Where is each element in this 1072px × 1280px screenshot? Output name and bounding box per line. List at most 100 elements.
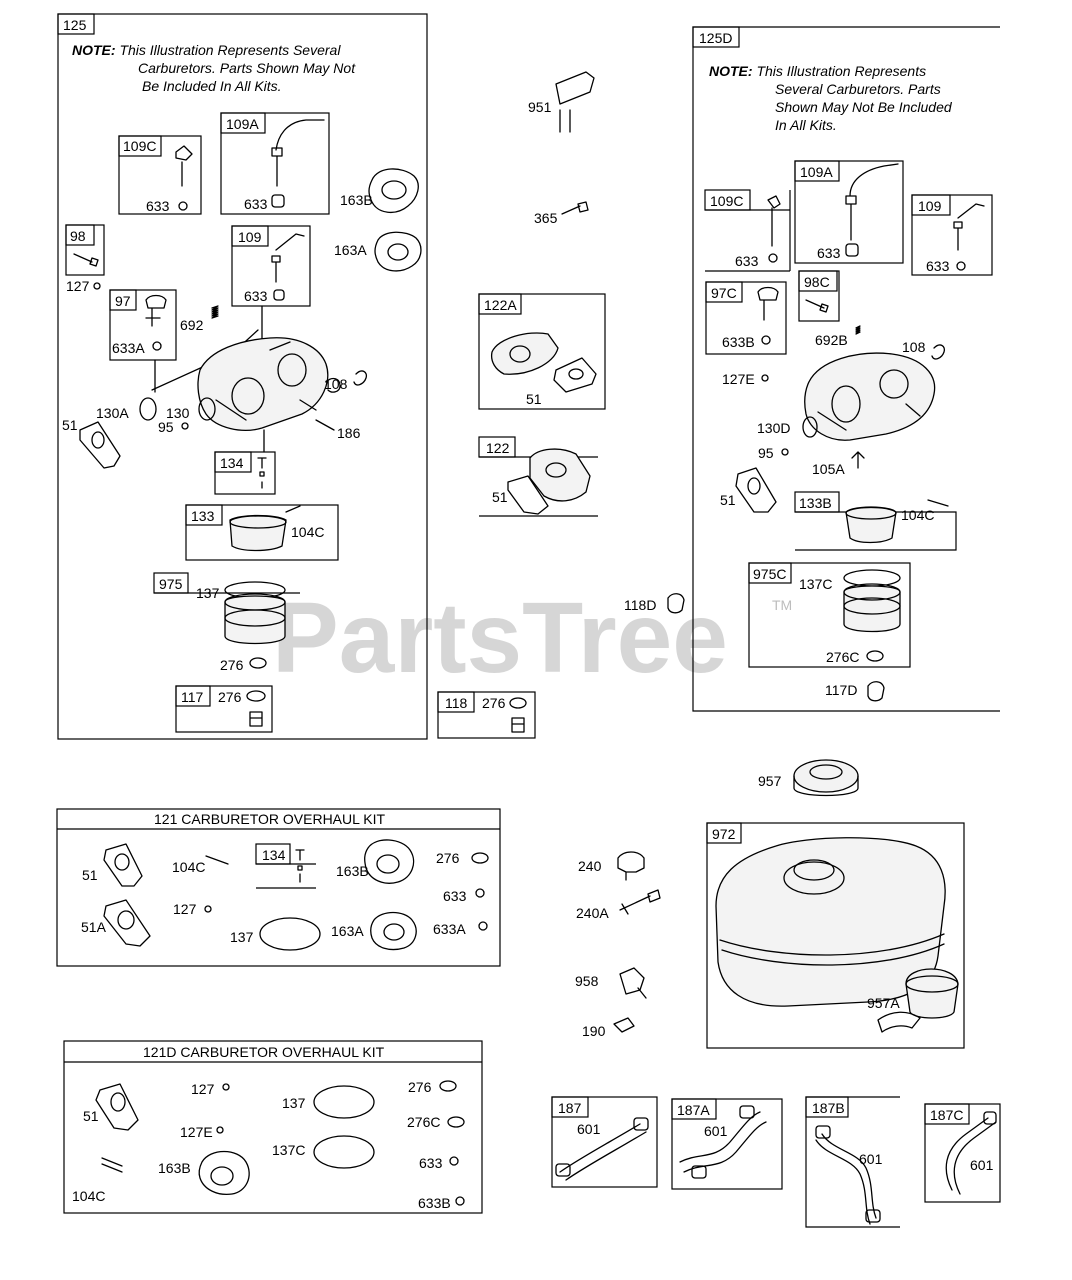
label-276-a: 276 — [220, 657, 244, 673]
group-125d-tag — [692, 26, 740, 48]
label-127: 127 — [66, 278, 90, 294]
box-187b — [805, 1096, 900, 1228]
label-633a: 633A — [112, 340, 145, 356]
group-125d-frame — [692, 26, 1000, 712]
part-carburetor-body-right — [804, 352, 936, 441]
kit-121d-label-276c: 276C — [407, 1114, 440, 1130]
label-186: 186 — [337, 425, 361, 441]
label-240a: 240A — [576, 905, 609, 921]
label-187c: 187C — [930, 1107, 963, 1123]
kit-121d-label-163b: 163B — [158, 1160, 191, 1176]
kit-121d-label-137: 137 — [282, 1095, 306, 1111]
label-51-right: 51 — [720, 492, 736, 508]
label-105a: 105A — [812, 461, 845, 477]
label-633-a: 633 — [146, 198, 170, 214]
box-kit-121 — [56, 808, 501, 967]
part-951-fitting — [555, 71, 595, 133]
kit-121-label-633a: 633A — [433, 921, 466, 937]
part-97-choke — [145, 294, 167, 327]
box-117 — [175, 685, 273, 733]
label-109: 109 — [238, 229, 262, 245]
label-117d: 117D — [825, 682, 857, 698]
label-187b: 187B — [812, 1100, 845, 1116]
label-163b: 163B — [340, 192, 373, 208]
label-118: 118 — [445, 695, 468, 711]
box-187a — [671, 1098, 783, 1190]
part-633-ring — [178, 201, 188, 211]
part-975-bowl — [224, 595, 286, 645]
kit-121d-label-127: 127 — [191, 1081, 215, 1097]
kit-121-ring-137 — [259, 917, 321, 951]
label-276c-right: 276C — [826, 649, 859, 665]
kit-121-label-633: 633 — [443, 888, 467, 904]
label-125: 125 — [63, 17, 87, 33]
part-163a-gasket — [374, 231, 422, 272]
label-51-b: 51 — [526, 391, 542, 407]
part-118d-nut — [667, 593, 685, 614]
note-right-line-3: Shown May Not Be Included — [775, 99, 953, 115]
kit-121d-label-137c: 137C — [272, 1142, 305, 1158]
kit-121-label-163a: 163A — [331, 923, 364, 939]
kit-121d-title: 121D CARBURETOR OVERHAUL KIT — [143, 1044, 385, 1060]
label-98c: 98C — [804, 274, 830, 290]
part-134-needle — [257, 457, 267, 489]
note-left-line-1: NOTE: This Illustration Represents Sever… — [72, 42, 341, 58]
box-97c — [705, 281, 787, 355]
label-187: 187 — [558, 1100, 582, 1116]
note-right-line-1: NOTE: This Illustration Represents — [709, 63, 926, 79]
label-127e: 127E — [722, 371, 755, 387]
box-109 — [231, 225, 311, 307]
label-109c: 109C — [123, 138, 156, 154]
label-187a: 187A — [677, 1102, 710, 1118]
label-692b: 692B — [815, 332, 848, 348]
label-972: 972 — [712, 826, 736, 842]
part-190-clamp — [613, 1017, 635, 1033]
watermark-tm: TM — [772, 597, 792, 613]
label-109-right: 109 — [918, 198, 942, 214]
label-601-a: 601 — [577, 1121, 601, 1137]
label-240: 240 — [578, 858, 602, 874]
box-975c — [748, 562, 911, 668]
label-104c-right: 104C — [901, 507, 934, 523]
part-692b-spring — [855, 325, 861, 335]
label-108-right: 108 — [902, 339, 926, 355]
group-125-tag — [57, 13, 95, 35]
box-122a — [478, 293, 606, 410]
label-601-c: 601 — [859, 1151, 883, 1167]
part-187-line — [559, 1123, 647, 1181]
box-133 — [185, 504, 339, 561]
kit-121d-label-633: 633 — [419, 1155, 443, 1171]
label-601-b: 601 — [704, 1123, 728, 1139]
label-95-right: 95 — [758, 445, 774, 461]
label-125d: 125D — [699, 30, 732, 46]
part-187a-line — [679, 1111, 767, 1173]
label-130: 130 — [166, 405, 190, 421]
box-97 — [109, 289, 177, 361]
kit-121-label-104c: 104C — [172, 859, 205, 875]
label-163a: 163A — [334, 242, 367, 258]
label-137: 137 — [196, 585, 220, 601]
label-957a: 957A — [867, 995, 900, 1011]
label-276-c: 276 — [482, 695, 506, 711]
box-118 — [437, 691, 536, 739]
label-975: 975 — [159, 576, 183, 592]
note-right-line-4: In All Kits. — [775, 117, 837, 133]
box-975 — [153, 572, 189, 594]
label-98: 98 — [70, 228, 86, 244]
note-right-line-2: Several Carburetors. Parts — [775, 81, 941, 97]
box-109a-right — [794, 160, 904, 264]
part-122-spacer — [529, 448, 591, 502]
kit-121-label-127: 127 — [173, 901, 197, 917]
part-117-nut — [249, 711, 263, 727]
group-125-frame — [57, 13, 428, 740]
label-137c: 137C — [799, 576, 832, 592]
label-633-r3: 633 — [926, 258, 950, 274]
part-108-screw — [353, 370, 368, 386]
label-109a: 109A — [226, 116, 259, 132]
part-240a-valve — [619, 889, 661, 915]
label-190: 190 — [582, 1023, 606, 1039]
part-187c-line — [945, 1117, 997, 1195]
label-276-b: 276 — [218, 689, 242, 705]
kit-121-label-276: 276 — [436, 850, 460, 866]
label-130d: 130D — [757, 420, 790, 436]
